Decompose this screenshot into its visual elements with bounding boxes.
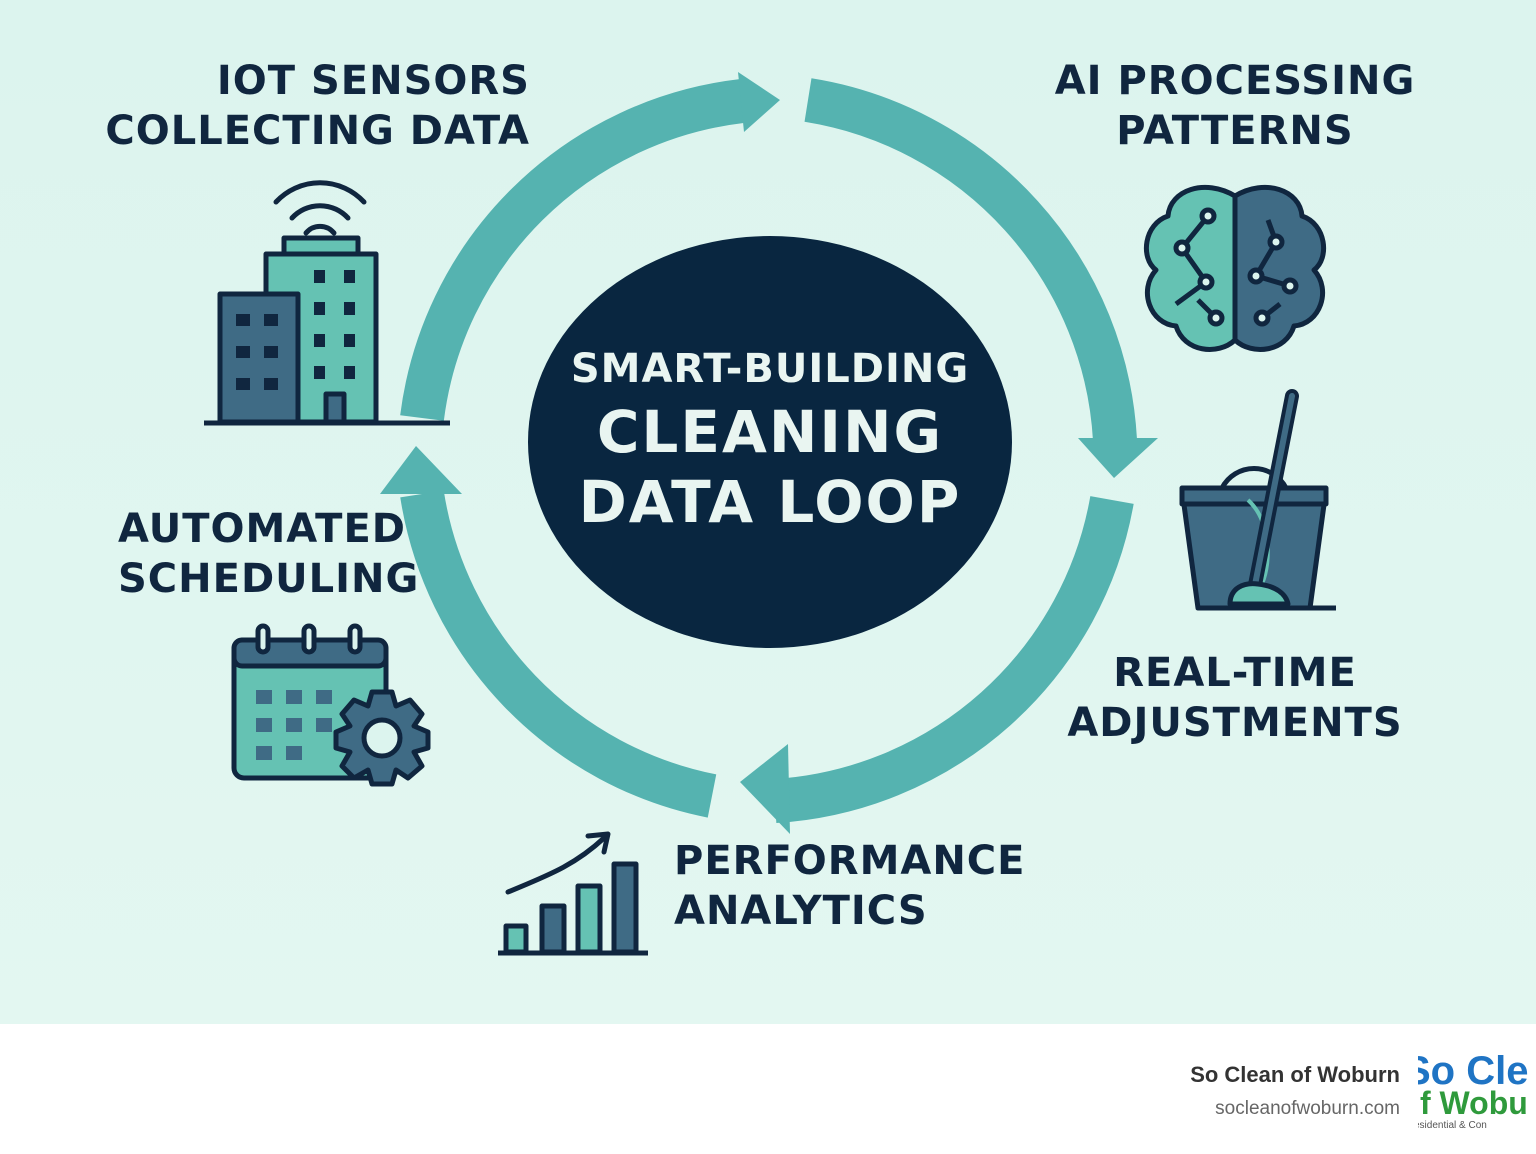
center-circle (528, 236, 1012, 648)
arrow-head-top (738, 72, 780, 132)
step-label-ai-processing: AI PROCESSING PATTERNS (1030, 56, 1440, 156)
step-label-line: SCHEDULING (118, 556, 420, 602)
arrow-analytics-to-schedule (400, 490, 717, 818)
step-label-performance: PERFORMANCE ANALYTICS (674, 836, 1026, 936)
step-label-automated-scheduling: AUTOMATED SCHEDULING (118, 504, 419, 604)
step-label-line: ANALYTICS (674, 888, 928, 934)
step-label-iot-sensors: IOT SENSORS COLLECTING DATA (105, 56, 530, 156)
logo-text-line-3: esidential & Con (1418, 1120, 1487, 1131)
step-label-line: PERFORMANCE (674, 838, 1026, 884)
brain-icon (1144, 184, 1326, 352)
arrow-ai-to-adjust (804, 78, 1137, 442)
arrow-adjust-to-analytics (773, 496, 1134, 823)
step-label-real-time: REAL-TIME ADJUSTMENTS (1040, 648, 1430, 748)
footer-company-name: So Clean of Woburn (1190, 1062, 1400, 1087)
smart-building-icon (204, 180, 450, 426)
center-title: SMART-BUILDING CLEANING DATA LOOP (528, 236, 1012, 646)
arrow-head-bottom (740, 744, 790, 834)
step-label-line: ADJUSTMENTS (1067, 700, 1403, 746)
step-label-line: COLLECTING DATA (105, 108, 530, 154)
loop-diagram (204, 72, 1336, 956)
step-label-line: AUTOMATED (118, 506, 406, 552)
footer-website-link[interactable]: socleanofwoburn.com (1215, 1098, 1400, 1119)
calendar-gear-icon (231, 623, 431, 787)
cycle-arrows (400, 78, 1137, 823)
step-label-line: AI PROCESSING (1054, 58, 1416, 104)
logo-text-line-1: So Cle (1418, 1049, 1528, 1093)
step-label-line: IOT SENSORS (216, 58, 530, 104)
step-label-line: REAL-TIME (1113, 650, 1357, 696)
center-title-line-2: CLEANING (596, 398, 944, 466)
bucket-mop-icon (1179, 389, 1336, 611)
step-label-line: PATTERNS (1116, 108, 1354, 154)
center-title-line-1: SMART-BUILDING (570, 346, 970, 392)
company-logo: So Cle f Wobu esidential & Con (1418, 1048, 1536, 1138)
bar-chart-icon (498, 831, 648, 956)
center-title-line-3: DATA LOOP (578, 468, 962, 536)
arrow-heads (380, 72, 1158, 834)
logo-text-line-2: f Wobu (1420, 1085, 1528, 1121)
arrow-head-right (1078, 438, 1158, 478)
arrow-collect-to-ai (400, 79, 745, 421)
arrow-head-left (380, 446, 462, 494)
